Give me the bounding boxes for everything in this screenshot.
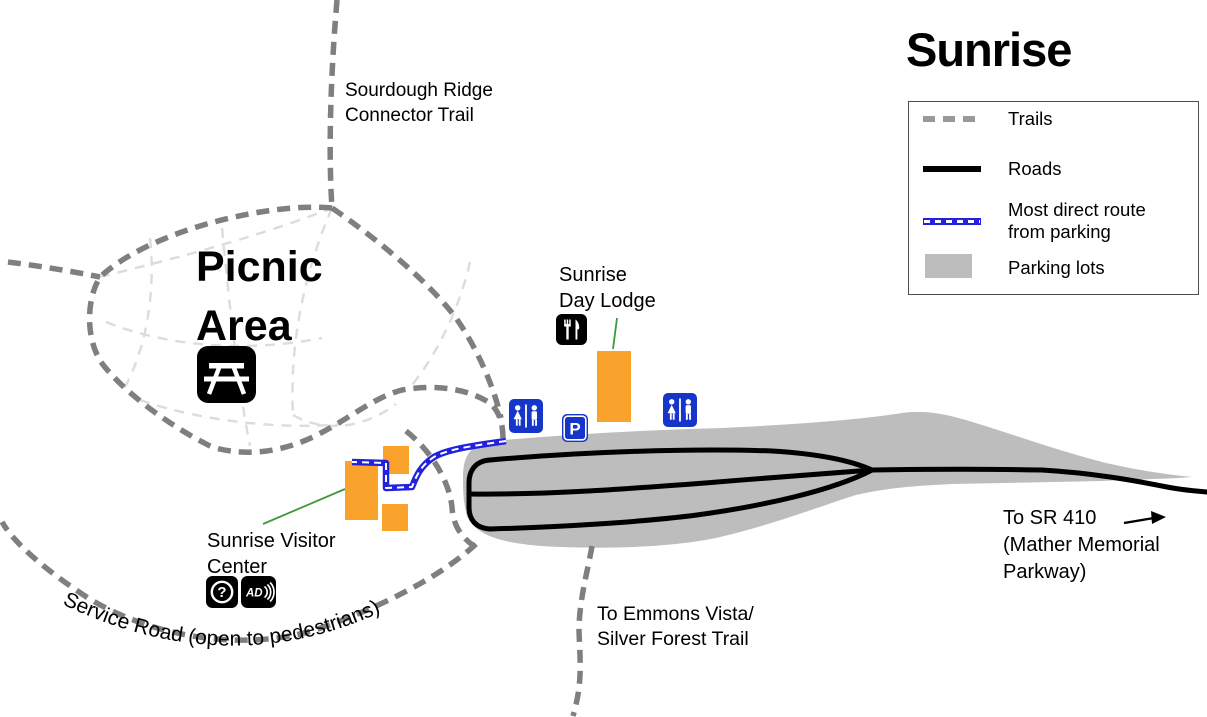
day-lodge-label: Sunrise Day Lodge: [559, 264, 656, 312]
main-trails: [0, 0, 595, 717]
audio-description-icon: AD: [241, 576, 276, 608]
direct-route-from-parking: [351, 437, 507, 492]
emmons-vista-label: To Emmons Vista/ Silver Forest Trail: [597, 603, 754, 650]
svg-text:AD: AD: [245, 588, 263, 600]
picnic-table-icon: [197, 346, 256, 403]
map-title: Sunrise: [906, 23, 1072, 76]
trails-swatch: [923, 116, 981, 122]
legend-label-parking-lots: Parking lots: [1008, 257, 1105, 278]
trail-west-feeder: [7, 259, 101, 280]
trail-picnic-loop: [86, 204, 506, 455]
trail-service-road: [0, 520, 478, 643]
trail-visitor-center-loop: [404, 428, 476, 549]
trail-emmons-vista: [570, 545, 595, 717]
restroom-icon-east: [663, 393, 697, 427]
picnic-area-label: Picnic Area: [196, 243, 323, 350]
parking-lots-swatch: [925, 254, 972, 278]
visitor-center-main-building: [345, 461, 378, 520]
day-lodge-building: [597, 351, 631, 422]
svg-text:?: ?: [217, 584, 226, 601]
roads: [466, 447, 1207, 532]
trail-sourdough-upper: [327, 0, 340, 209]
sr410-label: To SR 410 (Mather Memorial Parkway): [1003, 507, 1160, 583]
information-icon: ?: [206, 576, 238, 608]
parking-lot-area: [463, 411, 1192, 548]
legend-label-roads: Roads: [1008, 158, 1062, 179]
visitor-center-leader-line: [262, 488, 346, 525]
parking-icon: P: [562, 414, 588, 442]
svg-text:P: P: [569, 420, 580, 439]
secondary-trails: [99, 206, 472, 447]
visitor-center-south-building: [382, 504, 408, 531]
day-lodge-leader-line: [612, 317, 618, 350]
roads-swatch: [923, 166, 981, 172]
sourdough-trail-label: Sourdough Ridge Connector Trail: [345, 80, 493, 126]
map-legend: Trails Roads Most direct route from park…: [908, 101, 1199, 295]
legend-label-direct-route: Most direct route from parking: [1008, 199, 1146, 242]
visitor-center-label: Sunrise Visitor Center: [207, 530, 336, 578]
food-service-icon: [556, 314, 587, 345]
legend-label-trails: Trails: [1008, 108, 1053, 129]
trail-sourdough-connector: [330, 205, 504, 419]
restroom-icon-west: [509, 399, 543, 433]
direct-route-swatch: [923, 218, 981, 225]
road-to-sr410: [869, 466, 1207, 495]
right-arrow-icon: [1123, 511, 1166, 525]
